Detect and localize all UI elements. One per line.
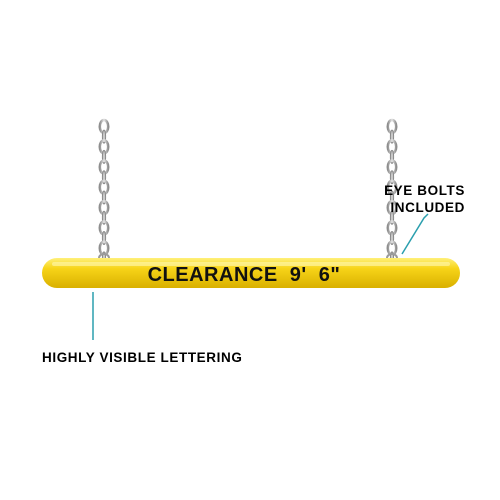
left-chain xyxy=(98,118,110,266)
bar-lettering: CLEARANCE 9' 6" xyxy=(148,264,341,286)
eye-bolts-leader-line xyxy=(401,213,429,255)
clearance-bar-highlight xyxy=(52,262,450,266)
eye-bolts-callout: EYE BOLTS INCLUDED xyxy=(384,182,465,216)
eye-bolts-line1: EYE BOLTS xyxy=(384,183,465,198)
lettering-callout: HIGHLY VISIBLE LETTERING xyxy=(42,350,243,365)
eye-bolts-line2: INCLUDED xyxy=(390,200,465,215)
right-chain xyxy=(386,118,398,266)
